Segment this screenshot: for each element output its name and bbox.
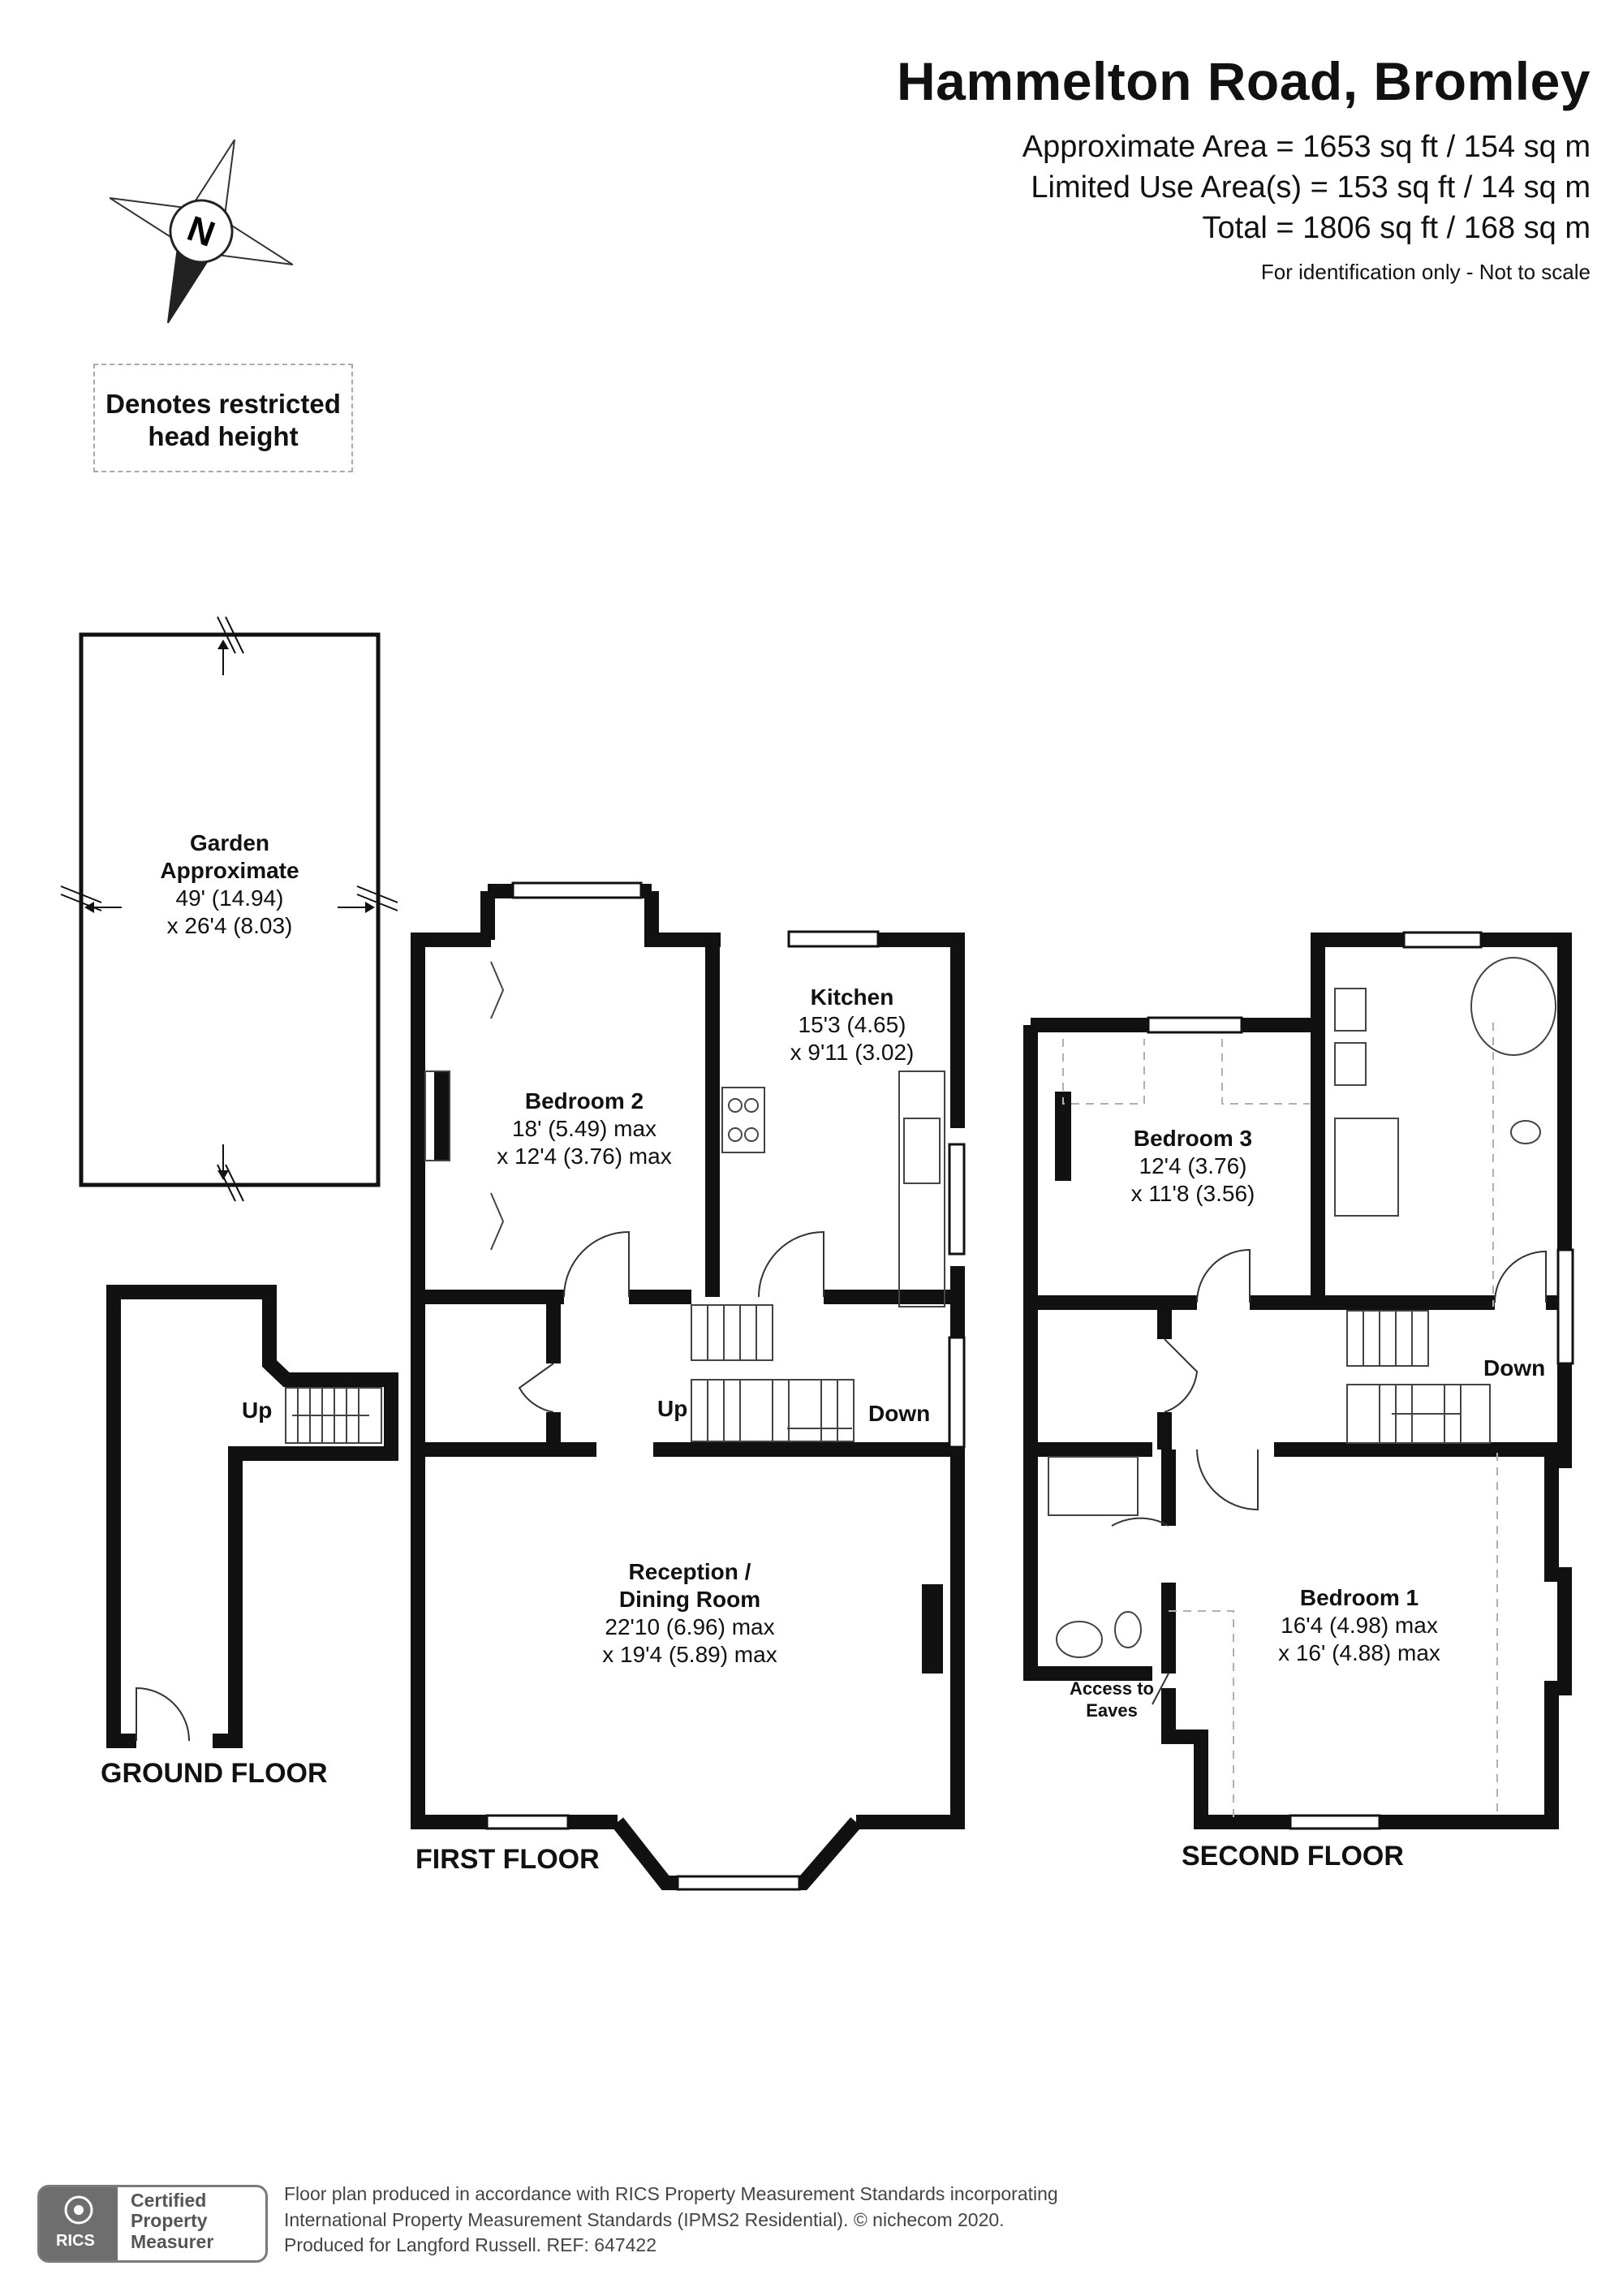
first-floor-label: FIRST FLOOR (415, 1844, 600, 1875)
ground-floor-label: GROUND FLOOR (101, 1758, 328, 1789)
approximate-area: Approximate Area = 1653 sq ft / 154 sq m (1022, 130, 1591, 164)
garden-dim-1: 49' (14.94) (175, 885, 284, 911)
reception-dim-2: x 19'4 (5.89) max (602, 1642, 777, 1668)
reception-dim-1: 22'10 (6.96) max (605, 1614, 775, 1640)
restricted-head-height-zones (1062, 1023, 1498, 1818)
rics-certified-badge: RICS Certified Property Measurer (37, 2185, 268, 2263)
kitchen-dim-2: x 9'11 (3.02) (790, 1040, 915, 1066)
second-stairs-down-label: Down (1483, 1355, 1546, 1381)
ground-floor-walls (106, 1285, 398, 1748)
restricted-height-legend: Denotes restricted head height (93, 364, 353, 472)
bedroom1-label: Bedroom 1 16'4 (4.98) max x 16' (4.88) m… (1250, 1584, 1469, 1667)
ground-floor-door (136, 1686, 190, 1742)
bedroom2-label: Bedroom 2 18' (5.49) max x 12'4 (3.76) m… (479, 1088, 690, 1170)
rics-word: RICS (56, 2232, 95, 2250)
ground-floor-stairs-icon (285, 1387, 382, 1444)
garden-name-2: Approximate (160, 858, 299, 884)
certified-property-measurer: Certified Property Measurer (131, 2190, 213, 2252)
second-floor-windows (1147, 931, 1574, 1830)
property-title: Hammelton Road, Bromley (897, 51, 1591, 111)
footer-line-2: International Property Measurement Stand… (284, 2208, 1005, 2230)
bedroom3-dim-1: 12'4 (3.76) (1139, 1153, 1247, 1179)
first-floor-doors (518, 1230, 824, 1413)
first-stairs-up-label: Up (657, 1396, 688, 1421)
bedroom2-name: Bedroom 2 (524, 1088, 644, 1114)
limited-use-area: Limited Use Area(s) = 153 sq ft / 14 sq … (1031, 170, 1591, 205)
kitchen-name: Kitchen (810, 984, 894, 1010)
rics-logo-icon: RICS (40, 2187, 118, 2260)
identification-note: For identification only - Not to scale (1260, 260, 1591, 284)
bedroom2-wardrobe-icon (424, 961, 505, 1251)
footer-line-1: Floor plan produced in accordance with R… (284, 2183, 1058, 2204)
garden-dim-2: x 26'4 (8.03) (166, 913, 293, 939)
garden-name-1: Garden (189, 830, 270, 855)
eaves-line-2: Eaves (1086, 1699, 1138, 1721)
kitchen-dim-1: 15'3 (4.65) (798, 1012, 906, 1038)
badge-line-1: Certified (131, 2190, 207, 2211)
ground-stairs-up-label: Up (242, 1398, 273, 1423)
reception-name-1: Reception / (628, 1559, 751, 1584)
bedroom3-label: Bedroom 3 12'4 (3.76) x 11'8 (3.56) (1104, 1125, 1282, 1208)
bedroom1-dim-1: 16'4 (4.98) max (1281, 1613, 1438, 1639)
first-floor-windows (485, 881, 966, 1891)
badge-line-2: Property (131, 2210, 208, 2232)
bedroom3-name: Bedroom 3 (1133, 1126, 1253, 1151)
eaves-access-label: Access to Eaves (1055, 1678, 1169, 1722)
rics-crest-icon (64, 2195, 93, 2225)
garden-outline (60, 616, 398, 1202)
reception-label: Reception / Dining Room 22'10 (6.96) max… (568, 1558, 812, 1669)
garden-label: Garden Approximate 49' (14.94) x 26'4 (8… (138, 829, 321, 941)
legend-line-1: Denotes restricted (105, 389, 341, 419)
bathroom-fittings-icon (1048, 957, 1556, 1658)
first-floor-stairs-icon (691, 1304, 855, 1442)
bedroom1-name: Bedroom 1 (1299, 1585, 1419, 1610)
badge-line-3: Measurer (131, 2230, 214, 2252)
north-compass-icon (109, 139, 294, 324)
legend-line-2: head height (148, 420, 299, 451)
kitchen-label: Kitchen 15'3 (4.65) x 9'11 (3.02) (771, 984, 933, 1066)
second-floor-stairs-icon (1346, 1310, 1491, 1444)
first-floor-walls (411, 884, 965, 1890)
bedroom2-dim-2: x 12'4 (3.76) max (497, 1144, 672, 1170)
footer-line-3: Produced for Langford Russell. REF: 6474… (284, 2234, 657, 2256)
reception-name-2: Dining Room (618, 1587, 761, 1613)
second-floor-label: SECOND FLOOR (1182, 1841, 1404, 1872)
first-stairs-down-label: Down (868, 1401, 931, 1426)
bedroom2-dim-1: 18' (5.49) max (511, 1116, 657, 1142)
total-area: Total = 1806 sq ft / 168 sq m (1202, 211, 1591, 245)
kitchen-fittings-icon (721, 1070, 945, 1307)
second-floor-doors (1111, 1248, 1547, 1705)
eaves-line-1: Access to (1070, 1678, 1154, 1699)
bedroom3-dim-2: x 11'8 (3.56) (1130, 1181, 1255, 1207)
footer-note: Floor plan produced in accordance with R… (284, 2182, 1058, 2259)
bedroom1-dim-2: x 16' (4.88) max (1278, 1640, 1440, 1666)
second-floor-walls (1023, 933, 1572, 1829)
